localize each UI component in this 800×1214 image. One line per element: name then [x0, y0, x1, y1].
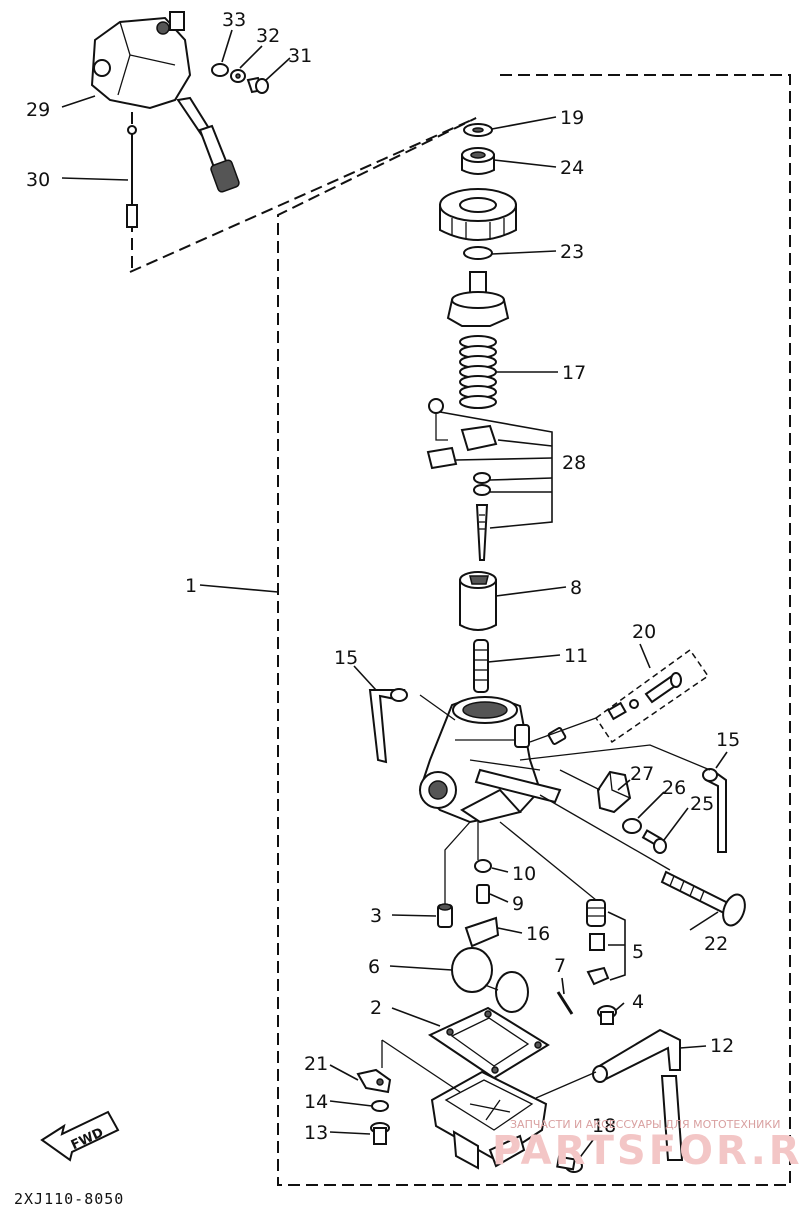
- part-4-drain-screw: [597, 1005, 617, 1025]
- label-10: 10: [512, 863, 536, 885]
- part-9-main-jet: [476, 884, 490, 904]
- label-5: 5: [632, 941, 644, 963]
- assembly-boundary: [129, 74, 791, 1186]
- part-29-throttle-housing: [90, 11, 240, 193]
- watermark-small-text: ЗАПЧАСТИ И АКСЕССУАРЫ ДЛЯ МОТОТЕХНИКИ: [510, 1118, 780, 1131]
- label-28: 28: [562, 452, 586, 474]
- assembly-axis-lines: [419, 694, 711, 905]
- part-15-hose-left: [368, 688, 408, 764]
- label-33: 33: [222, 9, 246, 31]
- label-13: 13: [304, 1122, 328, 1144]
- part-3-jet: [437, 903, 453, 928]
- part-labels: 33 32 31 29 30 19 24 23 17 28 1 8 11 20 …: [26, 9, 740, 1144]
- label-31: 31: [288, 45, 312, 67]
- part-30-cable: [126, 125, 138, 228]
- label-26: 26: [662, 777, 686, 799]
- label-22: 22: [704, 933, 728, 955]
- label-11: 11: [564, 645, 588, 667]
- part-24-nut: [461, 147, 495, 175]
- label-14: 14: [304, 1091, 328, 1113]
- part-21-bracket: [356, 1068, 392, 1094]
- label-7: 7: [554, 955, 566, 977]
- part-8-throttle-valve: [459, 571, 497, 631]
- label-9: 9: [512, 893, 524, 915]
- label-24: 24: [560, 157, 584, 179]
- label-4: 4: [632, 991, 644, 1013]
- part-2-gasket: [427, 1006, 550, 1080]
- label-27: 27: [630, 763, 654, 785]
- label-25: 25: [690, 793, 714, 815]
- part-18-screw: [556, 1155, 583, 1173]
- part-cap: [439, 188, 517, 241]
- carburetor-body: [418, 696, 567, 824]
- part-23-o-ring: [463, 246, 493, 260]
- part-28-needle-set: [426, 398, 553, 561]
- part-15-hose-right: [702, 768, 727, 853]
- part-26-washer: [622, 818, 642, 834]
- label-16: 16: [526, 923, 550, 945]
- label-6: 6: [368, 956, 380, 978]
- part-20-pilot-screw-set: [594, 648, 710, 744]
- label-32: 32: [256, 25, 280, 47]
- part-12-drain-hose: [592, 1028, 684, 1161]
- label-15-right: 15: [716, 729, 740, 751]
- fwd-arrow: FWD: [40, 1110, 120, 1162]
- part-5-float-valve: [586, 899, 626, 986]
- part-25-screw: [641, 829, 667, 854]
- float-chamber: [430, 1070, 548, 1170]
- label-18: 18: [592, 1115, 616, 1137]
- part-11-needle-jet: [473, 639, 489, 693]
- part-10-washer: [474, 859, 492, 873]
- label-29: 29: [26, 99, 50, 121]
- part-19-washer: [463, 123, 493, 137]
- part-14-washer: [371, 1100, 389, 1112]
- part-holder: [446, 271, 510, 327]
- part-7-float-pin: [556, 991, 574, 1015]
- drawing-code: 2XJ110-8050: [14, 1190, 124, 1208]
- part-17-spring: [459, 335, 497, 409]
- label-1: 1: [185, 575, 197, 597]
- label-19: 19: [560, 107, 584, 129]
- part-6-float: [451, 947, 529, 1013]
- part-16-plate: [464, 916, 500, 948]
- leader-lines: [61, 29, 728, 1161]
- part-13-screw: [370, 1122, 390, 1145]
- watermark-large-text: PARTSFOR.RU: [492, 1128, 800, 1174]
- label-2: 2: [370, 997, 382, 1019]
- label-12: 12: [710, 1035, 734, 1057]
- label-30: 30: [26, 169, 50, 191]
- part-27-bracket: [596, 770, 632, 814]
- label-23: 23: [560, 241, 584, 263]
- watermark: ЗАПЧАСТИ И АКСЕССУАРЫ ДЛЯ МОТОТЕХНИКИ PA…: [492, 1118, 800, 1174]
- parts-33-32-31-washers-screw: [211, 63, 269, 94]
- label-17: 17: [562, 362, 586, 384]
- label-15-left: 15: [334, 647, 358, 669]
- label-8: 8: [570, 577, 582, 599]
- part-22-throttle-stop-screw: [660, 870, 746, 927]
- label-21: 21: [304, 1053, 328, 1075]
- label-3: 3: [370, 905, 382, 927]
- label-20: 20: [632, 621, 656, 643]
